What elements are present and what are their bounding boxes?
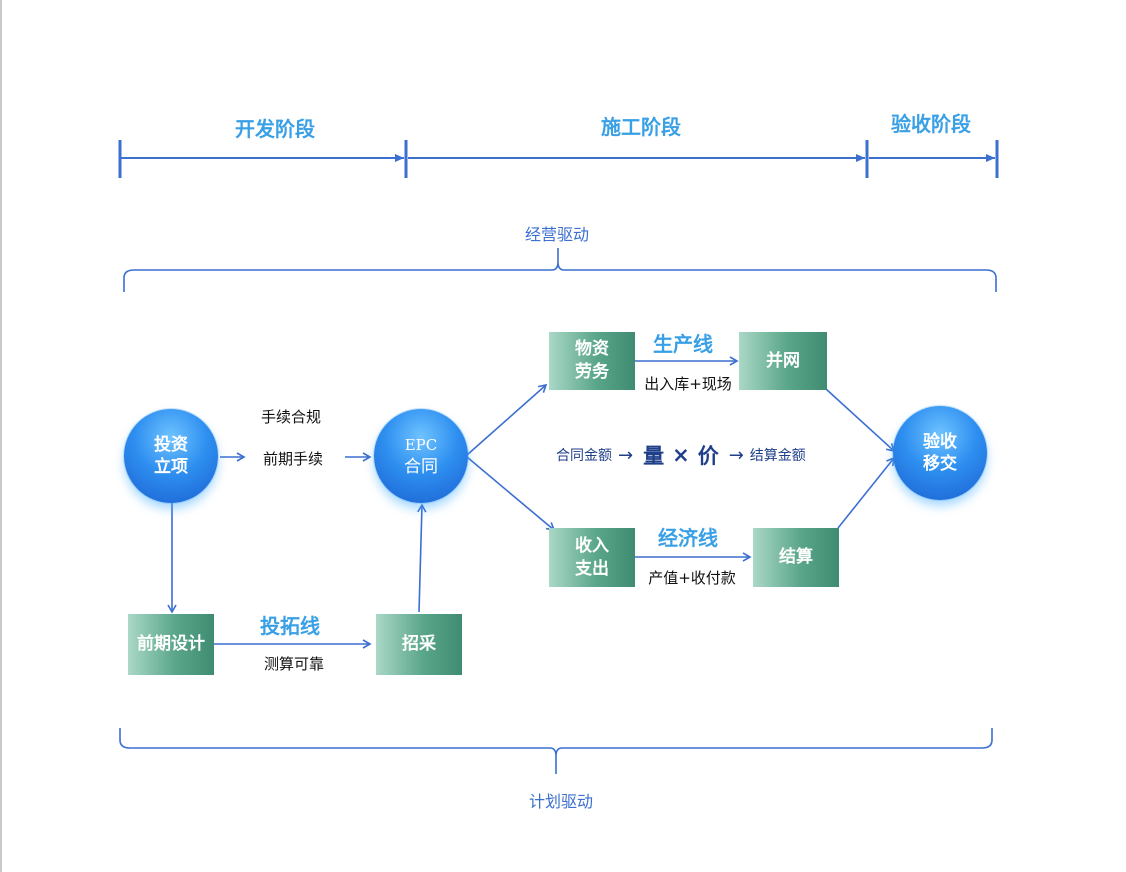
formula-contract-amount: 合同金额 [556, 448, 612, 464]
settlement-formula: 合同金额 → 量 × 价 → 结算金额 [556, 440, 806, 470]
node-income-expense: 收入 支出 [549, 528, 635, 587]
label-measure: 测算可靠 [263, 655, 325, 673]
phase-acceptance: 验收阶段 [891, 112, 971, 136]
formula-arrow-1: → [618, 444, 634, 466]
label-expand-line: 投拓线 [260, 614, 320, 638]
top-brace [123, 248, 997, 292]
label-production-line: 生产线 [653, 332, 713, 356]
label-pre-procedures: 前期手续 [262, 450, 324, 468]
node-settlement: 结算 [753, 528, 839, 587]
formula-times: × [672, 443, 690, 467]
formula-price: 价 [697, 444, 719, 468]
phase-construction: 施工阶段 [601, 115, 681, 139]
timeline [118, 140, 999, 178]
node-epc-contract: EPC 合同 [374, 409, 468, 503]
node-material-labor: 物资 劳务 [549, 332, 635, 390]
bottom-brace [119, 728, 993, 774]
phase-dev: 开发阶段 [235, 117, 315, 141]
label-warehouse: 出入库+现场 [644, 375, 732, 393]
node-pre-design: 前期设计 [128, 614, 214, 675]
left-border [0, 0, 2, 872]
formula-arrow-2: → [728, 444, 744, 466]
top-drive-label: 经营驱动 [524, 225, 590, 244]
label-economic-line: 经济线 [658, 526, 718, 550]
node-grid: 并网 [739, 332, 827, 390]
node-bid: 招采 [376, 614, 462, 675]
node-invest: 投资 立项 [124, 409, 218, 503]
formula-settle-amount: 结算金额 [749, 448, 806, 464]
bottom-drive-label: 计划驱动 [528, 792, 594, 811]
formula-quantity: 量 [643, 444, 665, 468]
flow-arrows [167, 356, 896, 649]
label-compliance: 手续合规 [260, 408, 322, 426]
label-output: 产值+收付款 [648, 569, 736, 587]
node-accept: 验收 移交 [893, 406, 987, 500]
